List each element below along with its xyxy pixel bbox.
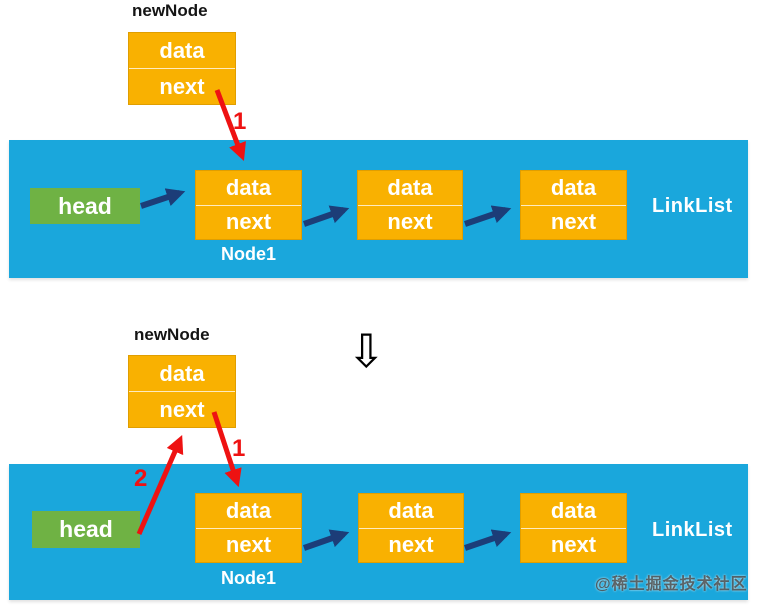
head-label: head (59, 516, 113, 542)
newnode-title-bottom: newNode (134, 325, 210, 344)
newnode-box-top: data next (128, 32, 236, 105)
step-1-label-bottom: 1 (232, 435, 246, 462)
node-data-field: data (358, 171, 462, 206)
newnode-box-bottom: data next (128, 355, 236, 428)
node-next-field: next (225, 209, 272, 235)
node-data-field: data (359, 494, 463, 529)
newnode-data-field: data (129, 33, 235, 69)
node-next-field: next (225, 532, 272, 558)
node-data-field: data (196, 171, 301, 206)
node-data-field: data (196, 494, 301, 529)
newnode-title-top: newNode (132, 1, 208, 20)
down-arrow-icon: ⇩ (347, 324, 386, 378)
node-next-field: next (550, 209, 597, 235)
node-next-field: next (388, 532, 434, 558)
node1-caption-bottom: Node1 (220, 568, 276, 588)
node-data-field: data (521, 171, 626, 206)
node1-caption-top: Node1 (220, 244, 276, 264)
newnode-next-field: next (159, 396, 205, 422)
watermark: @稀土掘金技术社区 (595, 576, 748, 593)
newnode-data-field: data (129, 356, 235, 392)
list-node-1-top: data next (195, 170, 302, 240)
node-next-field: next (387, 209, 433, 235)
newnode-next-field: next (159, 73, 205, 99)
step-1-label-top: 1 (233, 108, 247, 135)
step-2-label-bottom: 2 (134, 465, 148, 492)
linklist-label-top: LinkList (652, 195, 733, 217)
node-next-field: next (550, 532, 597, 558)
head-label: head (58, 192, 112, 219)
list-node-2-bottom: data next (358, 493, 464, 563)
head-box-top: head (30, 188, 140, 224)
node-data-field: data (521, 494, 626, 529)
head-box-bottom: head (32, 511, 140, 548)
list-node-3-bottom: data next (520, 493, 627, 563)
list-node-3-top: data next (520, 170, 627, 240)
linklist-label-bottom: LinkList (652, 519, 733, 541)
list-node-1-bottom: data next (195, 493, 302, 563)
list-node-2-top: data next (357, 170, 463, 240)
